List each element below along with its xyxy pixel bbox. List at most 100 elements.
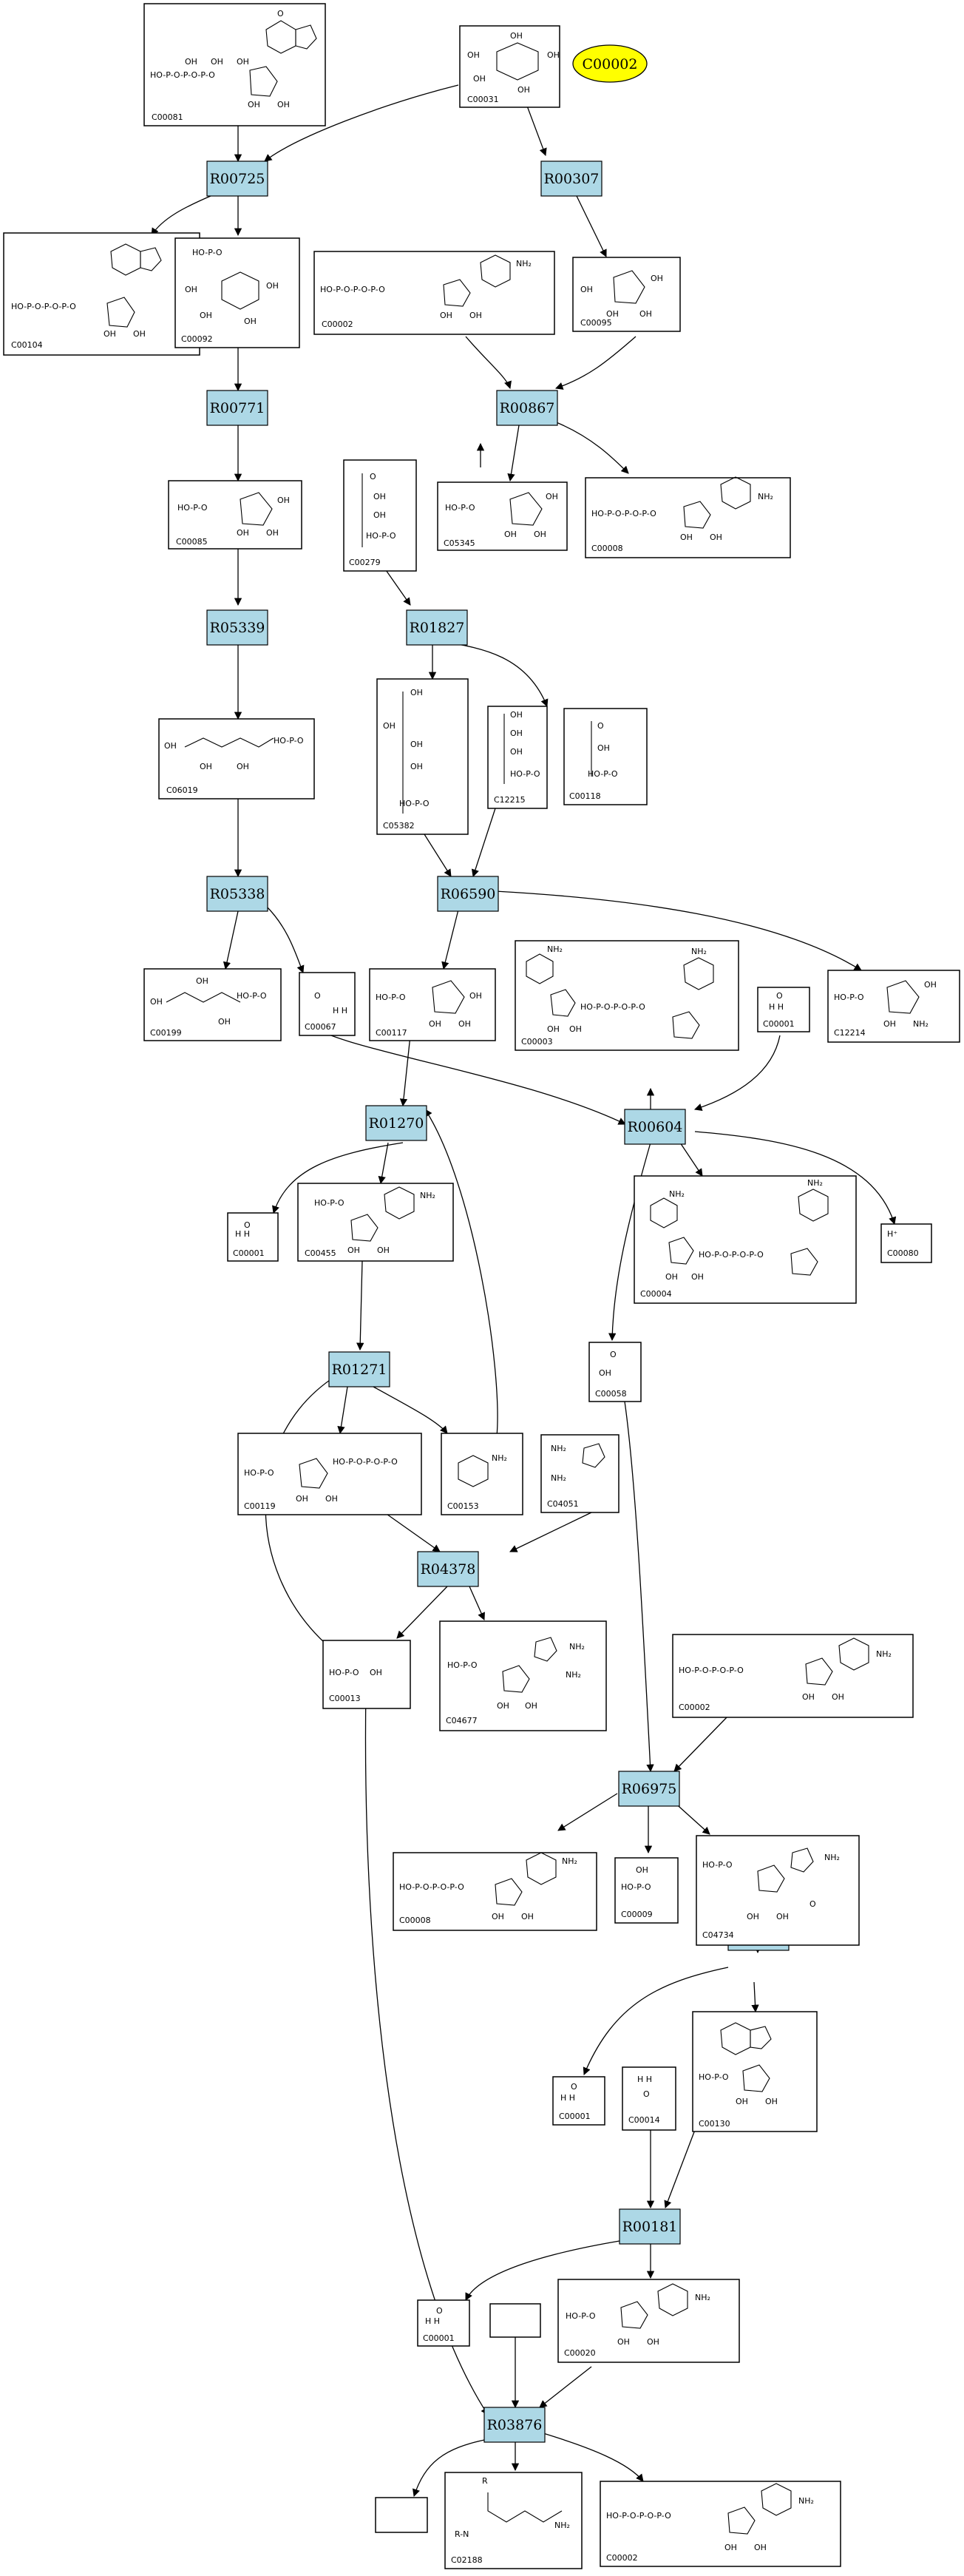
compound-node[interactable]: R R-N NH₂ C02188: [444, 2472, 583, 2569]
svg-text:OH: OH: [639, 309, 652, 319]
svg-text:OH: OH: [617, 2337, 630, 2347]
reaction-node[interactable]: R00867: [496, 390, 558, 426]
reaction-label: R00867: [500, 400, 555, 416]
compound-node[interactable]: OH OH OH HO-P-O C12215: [487, 706, 548, 809]
svg-text:OH: OH: [510, 728, 523, 738]
compound-node[interactable]: HO-P-O-P-O-P-O NH₂ OH OH C00008: [393, 1852, 597, 1931]
reaction-label: R04378: [421, 1561, 476, 1578]
structure: NH₂ HO-P-O-P-O-P-O NH₂ OH OH: [526, 944, 714, 1039]
svg-text:H H: H H: [333, 1006, 347, 1015]
svg-text:OH: OH: [710, 533, 722, 542]
reaction-node[interactable]: R01827: [406, 609, 468, 646]
svg-text:NH₂: NH₂: [562, 1856, 577, 1866]
svg-text:OH: OH: [103, 329, 116, 339]
compound-node[interactable]: OH OH OH HO-P-O C06019: [158, 718, 315, 799]
compound-node[interactable]: NH₂ C00153: [441, 1433, 523, 1515]
compound-node[interactable]: HO-P-O OH OH OH OH C00092: [174, 237, 300, 348]
reaction-label: R00181: [622, 2219, 678, 2235]
svg-text:OH: OH: [383, 721, 396, 731]
compound-node[interactable]: O OH C00058: [588, 1342, 642, 1402]
svg-text:NH₂: NH₂: [551, 1473, 566, 1483]
reaction-node[interactable]: R04378: [417, 1551, 479, 1587]
compound-node[interactable]: O H H C00001: [552, 2076, 605, 2126]
compound-node[interactable]: H⁺ C00080: [880, 1223, 932, 1263]
structure: O OH OH HO-P-O: [362, 472, 396, 547]
reaction-node[interactable]: R01270: [365, 1105, 427, 1141]
compound-node[interactable]: NH₂ HO-P-O-P-O-P-O NH₂ OH OH C00004: [634, 1175, 857, 1304]
compound-label: C00153: [447, 1501, 479, 1511]
svg-text:OH: OH: [802, 1692, 815, 1702]
structure: NH₂ NH₂: [551, 1443, 605, 1483]
compound-node[interactable]: OH OH OH OH HO-P-O C05382: [376, 678, 469, 835]
structure: HO-P-O OH OH NH₂: [834, 980, 937, 1029]
compound-node[interactable]: HO-P-O-P-O-P-O NH₂ OH OH C00002: [600, 2481, 841, 2567]
compound-node[interactable]: HO-P-O NH₂ NH₂ OH OH C04677: [439, 1620, 607, 1731]
reaction-node[interactable]: R01271: [328, 1351, 390, 1387]
compound-node[interactable]: NH₂ NH₂ C04051: [540, 1434, 620, 1513]
svg-text:HO-P-O-P-O-P-O: HO-P-O-P-O-P-O: [333, 1457, 398, 1467]
compound-node[interactable]: [489, 2303, 541, 2338]
compound-node[interactable]: HO-P-O NH₂ OH OH C00020: [557, 2279, 740, 2363]
reaction-node[interactable]: R06975: [618, 1771, 680, 1807]
compound-node[interactable]: OH HO-P-O C00009: [614, 1857, 679, 1924]
structure: O H H: [425, 2306, 443, 2326]
svg-text:OH: OH: [636, 1865, 648, 1875]
compound-node[interactable]: HO-P-O NH₂ O OH OH C04734: [696, 1835, 860, 1946]
svg-text:OH: OH: [325, 1494, 338, 1504]
compound-node[interactable]: HO-P-O OH OH OH C00117: [369, 968, 496, 1041]
compound-label: C12215: [494, 795, 526, 805]
compound-node[interactable]: HO-P-O-P-O-P-O NH₂ OH OH C00002: [672, 1634, 914, 1718]
compound-node[interactable]: HO-P-O-P-O-P-O NH₂ OH OH C00002: [313, 251, 555, 335]
svg-text:HO-P-O-P-O-P-O: HO-P-O-P-O-P-O: [150, 70, 215, 80]
svg-text:OH: OH: [237, 762, 249, 771]
highlight-compound[interactable]: C00002: [572, 44, 648, 83]
svg-text:HO-P-O-P-O-P-O: HO-P-O-P-O-P-O: [591, 509, 656, 518]
compound-node[interactable]: HO-P-O OH C00013: [322, 1640, 411, 1709]
compound-node[interactable]: [375, 2497, 428, 2533]
svg-text:NH₂: NH₂: [516, 259, 532, 268]
svg-text:NH₂: NH₂: [569, 1642, 585, 1652]
compound-node[interactable]: O OH HO-P-O C00118: [563, 708, 648, 805]
svg-text:NH₂: NH₂: [695, 2293, 710, 2302]
svg-text:OH: OH: [196, 976, 208, 986]
structure: HO-P-O OH OH OH: [376, 980, 482, 1029]
reaction-node[interactable]: R00771: [206, 390, 268, 426]
reaction-node[interactable]: R00181: [619, 2208, 681, 2245]
compound-node[interactable]: HO-P-O NH₂ OH OH C00455: [297, 1183, 454, 1262]
compound-node[interactable]: OH OH OH HO-P-O C00199: [143, 968, 282, 1041]
compound-node[interactable]: HO-P-O-P-O-P-O NH₂ OH OH C00008: [585, 476, 791, 558]
structure: HO-P-O NH₂ OH OH: [314, 1186, 435, 1255]
reaction-node[interactable]: R00307: [540, 160, 602, 197]
reaction-node[interactable]: R00725: [206, 160, 268, 197]
compound-node[interactable]: HO-P-O HO-P-O-P-O-P-O OH OH C00119: [237, 1433, 422, 1515]
reaction-node[interactable]: R00604: [624, 1109, 686, 1145]
structure: O H H: [235, 1220, 251, 1239]
reaction-node[interactable]: R05338: [206, 876, 268, 912]
compound-node[interactable]: HO-P-O OH OH OH C05345: [437, 481, 568, 551]
compound-node[interactable]: O H H C00001: [227, 1212, 279, 1262]
compound-node[interactable]: O H H C00001: [757, 987, 810, 1032]
compound-node[interactable]: NH₂ HO-P-O-P-O-P-O NH₂ OH OH C00003: [515, 940, 739, 1051]
compound-node[interactable]: O OH OH HO-P-O C00279: [343, 459, 417, 572]
reaction-node[interactable]: R05339: [206, 609, 268, 646]
compound-node[interactable]: OH OH OH OH C00095: [572, 257, 681, 332]
compound-node[interactable]: HO-P-O OH OH NH₂ C12214: [827, 970, 960, 1043]
svg-text:OH: OH: [521, 1912, 534, 1921]
svg-text:OH: OH: [736, 2097, 748, 2106]
svg-text:OH: OH: [504, 530, 517, 539]
svg-text:NH₂: NH₂: [492, 1453, 507, 1463]
reaction-node[interactable]: R06590: [437, 876, 499, 912]
compound-node[interactable]: OH OH OH OH OH C00031: [459, 25, 560, 108]
svg-text:OH: OH: [237, 528, 249, 538]
svg-text:O: O: [809, 1899, 816, 1909]
compound-node[interactable]: O H H C00001: [417, 2299, 470, 2347]
compound-node[interactable]: HO-P-O-P-O-P-O OH OH OH O OH OH C00081: [143, 3, 326, 126]
compound-node[interactable]: HO-P-O OH OH C00130: [692, 2011, 818, 2132]
compound-node[interactable]: H H O C00014: [622, 2066, 676, 2131]
compound-node[interactable]: HO-P-O OH OH OH C00085: [168, 480, 302, 550]
reaction-node[interactable]: R03876: [483, 2407, 546, 2443]
compound-node[interactable]: HO-P-O-P-O-P-O OH OH C00104: [3, 232, 200, 356]
svg-text:O: O: [597, 721, 604, 731]
compound-node[interactable]: O H H C00067: [299, 972, 356, 1036]
